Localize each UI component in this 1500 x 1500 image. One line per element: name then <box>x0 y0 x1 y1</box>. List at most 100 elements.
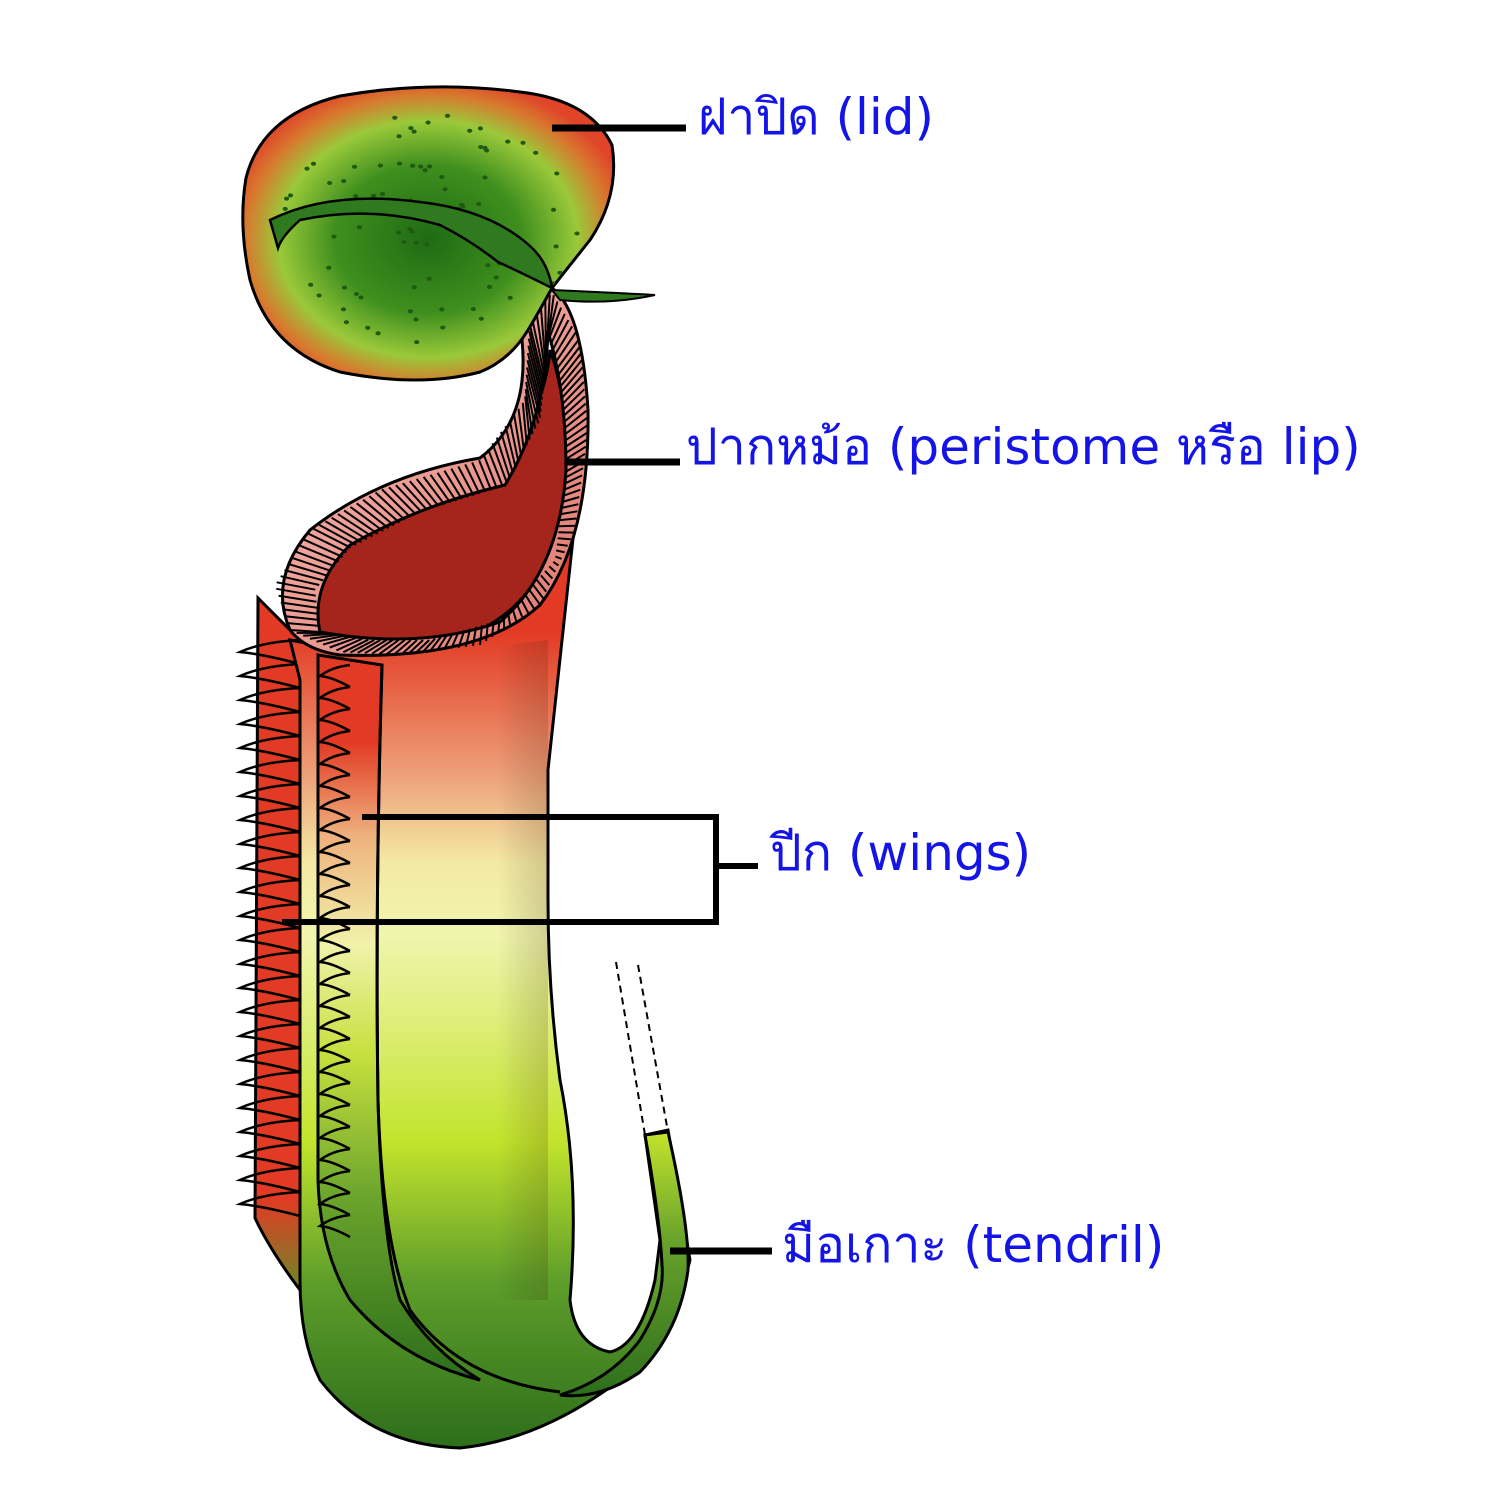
lid-gland <box>439 307 445 312</box>
leader-wings <box>282 814 758 925</box>
wing-tooth <box>316 839 351 865</box>
lid-gland <box>358 295 364 300</box>
peristome-rib <box>350 639 375 654</box>
peristome-rib <box>500 431 514 473</box>
peristome-rib <box>549 313 566 346</box>
wing-tooth <box>316 883 351 909</box>
wing-tooth <box>316 861 351 887</box>
peristome-rib <box>527 345 543 400</box>
peristome-rib <box>457 629 466 649</box>
peristome-rib <box>508 420 520 462</box>
peristome-rib <box>362 498 395 527</box>
lid-gland <box>282 206 288 211</box>
wing-tooth <box>235 950 301 978</box>
lid-gland <box>493 275 499 280</box>
peristome-rib <box>562 402 587 424</box>
wing-tooth <box>316 751 351 777</box>
peristome-rib <box>471 461 487 493</box>
peristome-rib <box>561 388 586 412</box>
peristome-rib <box>343 509 379 535</box>
lid-gland <box>340 307 347 312</box>
wing-tooth <box>316 1169 351 1195</box>
peristome-rib <box>556 338 581 370</box>
peristome-rib <box>429 636 442 652</box>
lid-gland <box>426 164 433 169</box>
peristome-rib <box>289 629 321 633</box>
peristome-rib <box>564 438 588 455</box>
peristome-rib <box>374 491 406 521</box>
lid-gland <box>408 126 414 131</box>
wing-tooth <box>316 1147 351 1173</box>
peristome-rib <box>528 323 545 382</box>
peristome-rib <box>278 594 317 603</box>
lid-gland <box>486 284 493 289</box>
peristome-rib <box>349 506 384 532</box>
peristome-rib <box>560 374 584 400</box>
wing-tooth <box>235 1142 301 1170</box>
lid-gland <box>484 148 490 153</box>
lid-gland <box>505 139 511 144</box>
lid-gland <box>507 295 513 300</box>
peristome-rib <box>287 622 320 627</box>
lid-gland <box>413 317 419 322</box>
peristome-rib <box>316 634 345 643</box>
lid-gland <box>439 175 445 179</box>
wing-tooth <box>235 806 301 834</box>
lid-gland <box>414 340 420 345</box>
wing-tooth <box>316 1191 351 1217</box>
peristome-rib <box>322 635 351 646</box>
peristome-rib <box>539 306 547 364</box>
lid-gland <box>557 270 563 275</box>
peristome-rib <box>530 317 546 376</box>
peristome-rib <box>414 639 430 654</box>
peristome-rib <box>557 345 582 376</box>
peristome-rib <box>535 311 546 370</box>
lid-gland <box>331 234 337 239</box>
wing-tooth <box>235 902 301 930</box>
peristome-rib <box>527 338 544 394</box>
peristome-rib <box>284 569 324 582</box>
outer-wing-teeth <box>235 638 301 1218</box>
lid-gland <box>353 292 360 296</box>
wing-tooth <box>316 1213 351 1239</box>
peristome-rib <box>564 445 587 461</box>
wing-tooth <box>316 1103 351 1129</box>
wing-tooth <box>316 707 351 733</box>
peristome-rib <box>285 615 319 621</box>
peristome-rib <box>563 481 582 491</box>
lid-gland <box>478 316 484 321</box>
wing-tooth <box>316 773 351 799</box>
peristome-rib <box>450 631 460 649</box>
peristome-rib <box>422 476 446 506</box>
peristome-rib <box>309 633 339 640</box>
lid-gland <box>424 242 430 247</box>
peristome-rib <box>557 537 571 541</box>
peristome-rib <box>564 467 584 479</box>
peristome-rib <box>504 425 517 467</box>
peristome-rib <box>561 503 579 509</box>
lid-gland <box>341 179 347 184</box>
peristome-rib <box>276 581 316 591</box>
wing-tooth <box>316 729 351 755</box>
wing-tooth <box>235 758 301 786</box>
lid-gland <box>397 161 403 166</box>
peristome-rib <box>464 463 481 495</box>
peristome-rib <box>487 448 504 488</box>
wing-tooth <box>235 1190 301 1218</box>
lid-gland <box>396 230 402 235</box>
lid-gland <box>411 285 417 290</box>
peristome-rib <box>491 443 508 483</box>
lid-gland <box>554 171 560 176</box>
peristome-rib <box>556 543 568 547</box>
tendril <box>559 1130 690 1398</box>
inner-wing-teeth <box>316 663 351 1239</box>
wing-tooth <box>235 638 301 666</box>
peristome-rib <box>402 482 428 511</box>
peristome-rib <box>378 639 400 655</box>
lid-gland <box>343 320 349 325</box>
peristome-rib <box>540 574 551 586</box>
peristome-rib <box>485 623 489 642</box>
lid-gland <box>470 307 476 312</box>
wing-tooth <box>235 1046 301 1074</box>
